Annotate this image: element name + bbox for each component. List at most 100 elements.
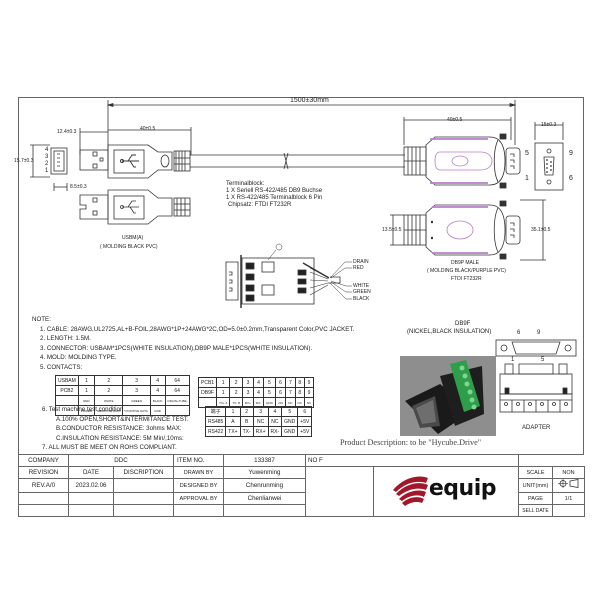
product-description: Product Description: to be "Hycube.Drive… xyxy=(340,438,482,447)
db9-male-plug-top xyxy=(403,133,521,189)
terminal-table-cell: +5V xyxy=(297,426,313,437)
wire-label-white: WHITE xyxy=(353,283,370,289)
usb-contacts-cell: GREEN xyxy=(122,395,151,406)
usb-length-dim: 40±0.5 xyxy=(140,126,156,132)
db9-pin-6: 6 xyxy=(569,175,573,182)
db9-contacts-cell: 6 xyxy=(274,377,287,388)
no-field: NO F xyxy=(305,454,519,467)
usb-contacts-cell: 64 xyxy=(164,385,190,396)
usb-contacts-cell: DRAIN+TUBE xyxy=(164,395,190,406)
db9-pin-5: 5 xyxy=(525,150,529,157)
designed-by-label: DESIGNED BY xyxy=(173,478,224,493)
terminal-table-cell: A xyxy=(225,416,241,427)
usb-contacts-cell: POWER xyxy=(77,405,96,416)
note-item: 5. CONTACTS: xyxy=(40,363,83,371)
db9-length-dim: 40±0.5 xyxy=(447,117,463,123)
terminal-table-cell: RX+ xyxy=(252,426,269,437)
db9-contacts-cell: 4 xyxy=(252,377,265,388)
usb-contacts-cell: POSITIVE DATA xyxy=(122,405,151,416)
usb-contacts-cell: 2 xyxy=(94,375,124,386)
terminal-table-cell: RS485 xyxy=(204,416,227,427)
page-value: 1/1 xyxy=(552,492,585,505)
terminal-block-line: 1 X Seriell RS-422/485 DB9 Buchse xyxy=(226,188,323,194)
db9-contacts-cell: 1 xyxy=(216,387,231,398)
revision-value: REV.A/0 xyxy=(18,478,69,493)
sell-date-label: SELL DATE xyxy=(518,504,553,517)
terminal-table-cell: NC xyxy=(267,416,283,427)
usb-depth-dim: 8.5±0.3 xyxy=(70,184,87,190)
blank-cell xyxy=(305,466,374,517)
usb-width-dim: 12.4±0.3 xyxy=(57,129,77,135)
db9-contacts-cell: 1 xyxy=(216,377,231,388)
drawn-by-label: DRAWN BY xyxy=(173,466,224,479)
note-item: 2. LENGTH: 1.5M. xyxy=(40,335,91,342)
db9-contacts-cell: 2 xyxy=(229,387,243,398)
db9-pin-9: 9 xyxy=(569,150,573,157)
db9-contacts-cell: 5 xyxy=(263,387,276,398)
db9-molding-label: ( MOLDING BLACK/PURPLE PVC) xyxy=(427,268,506,274)
usb-pin-2: 2 xyxy=(45,161,49,167)
projection-symbol xyxy=(552,478,585,493)
db9-contacts-cell: PCB1 xyxy=(197,377,218,388)
usb-contacts-cell: 64 xyxy=(164,375,190,386)
db9-contacts-cell: 8 xyxy=(294,387,305,398)
notes-section: NOTE: 1. CABLE: 28AWG,UL2725,AL+B-FOIL,2… xyxy=(32,315,354,372)
terminal-block-info: Terminalblock: 1 X Seriell RS-422/485 DB… xyxy=(226,181,322,209)
terminal-block-title: Terminalblock: xyxy=(226,181,265,187)
db9f-pin-9: 9 xyxy=(537,330,541,336)
db9-contacts-cell: 8 xyxy=(294,377,305,388)
wire-label-red: RED xyxy=(353,265,364,271)
db9f-pin-5: 5 xyxy=(541,357,545,363)
terminal-table-cell: GND xyxy=(281,426,299,437)
terminal-table-cell: GND xyxy=(281,416,299,427)
usb-contacts-cell: 4 xyxy=(149,375,166,386)
usb-pin-4: 4 xyxy=(45,147,49,153)
usb-contacts-cell: PCB2 xyxy=(55,385,79,396)
logo-cell: equip xyxy=(373,466,519,517)
title-block: COMPANY DDC ITEM NO. 133387 NO F REVISIO… xyxy=(18,454,585,517)
usb-name-label: USBM(A) xyxy=(122,235,144,241)
usb-a-plug-top xyxy=(79,144,191,179)
test-item: 7. ALL MUST BE MEET ON ROHS COMPLIANT. xyxy=(42,444,177,451)
adapter-label: ADAPTER xyxy=(522,425,551,431)
pcb-assembly-drawing xyxy=(225,243,352,308)
terminal-table-cell: 3 xyxy=(252,406,269,417)
revision-label: REVISION xyxy=(18,466,69,479)
usb-a-plug-bottom xyxy=(79,189,191,225)
test-item: 6. Test machine test condition. xyxy=(42,406,126,413)
no-value: F xyxy=(319,456,323,464)
note-item: 1. CABLE: 28AWG,UL2725,AL+B-FOIL,28AWG*1… xyxy=(40,325,355,333)
terminal-table-cell: TX- xyxy=(239,426,254,437)
wire-label-drain: DRAIN xyxy=(353,259,369,265)
db9f-title: DB9F xyxy=(455,321,471,327)
item-no-label: ITEM NO. xyxy=(173,454,224,467)
approval-by-label: APPROVAL BY xyxy=(173,492,224,505)
terminal-table-cell: 2 xyxy=(239,406,254,417)
unit-label: UNIT(mm) xyxy=(518,478,553,493)
sell-date-value xyxy=(552,504,585,517)
terminal-table-cell: +5V xyxy=(297,416,313,427)
usb-contacts-cell: NEGATIVE DATA xyxy=(94,405,124,416)
terminal-table-cell: NC xyxy=(252,416,269,427)
overall-length-label: 1500±30mm xyxy=(290,97,329,104)
usb-contacts-cell: 1 xyxy=(77,385,96,396)
usb-contacts-cell: WHITE xyxy=(94,395,124,406)
usb-contacts-cell: 1 xyxy=(77,375,96,386)
db9-contacts-cell: 6 xyxy=(274,387,287,398)
usb-contacts-cell: 4 xyxy=(149,385,166,396)
db9-name-label: DB9P MALE xyxy=(451,260,479,266)
date-value: 2023.02.06 xyxy=(68,478,114,493)
test-item: C.INSULATION RESISTANCE: 5M Min/,10ms: xyxy=(56,434,184,442)
date-label: DATE xyxy=(68,466,114,479)
db9f-face-drawing xyxy=(495,339,577,357)
db9f-subtitle: (NICKEL,BLACK INSULATION) xyxy=(407,329,492,335)
db9-height-dim: 13.5±0.5 xyxy=(382,227,402,233)
terminal-table-cell: 4 xyxy=(267,406,283,417)
